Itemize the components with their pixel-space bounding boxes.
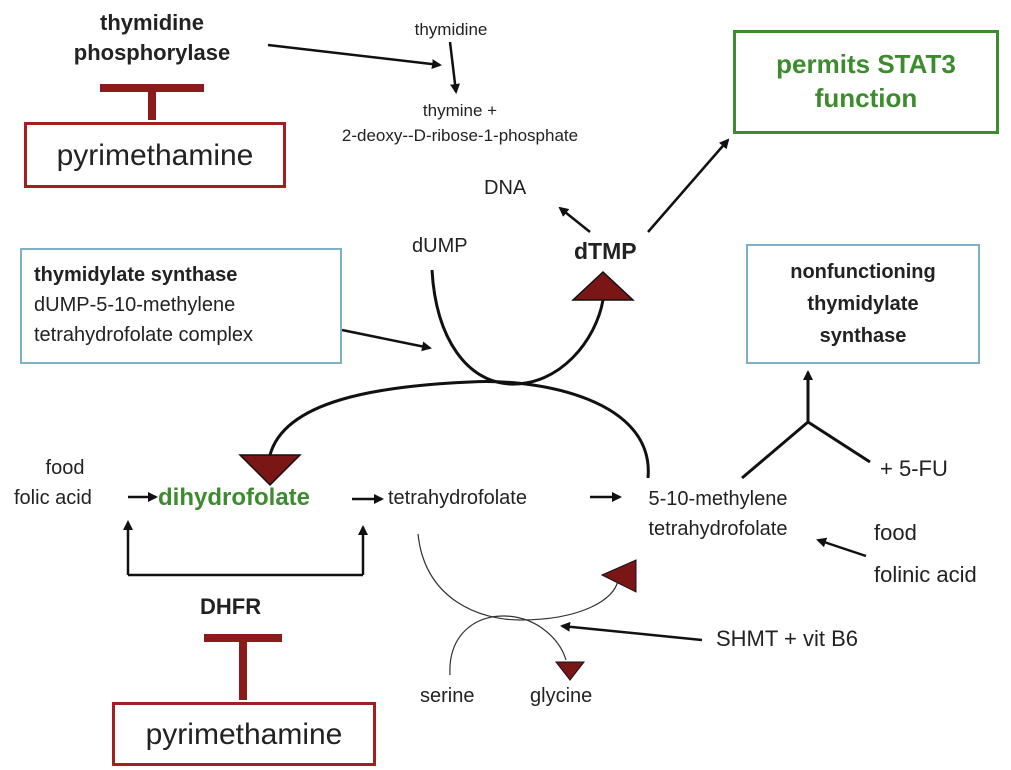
thymidylate-synthase-box: thymidylate synthase dUMP-5-10-methylene…: [20, 248, 342, 364]
methylene-thf-label: 5-10-methylene tetrahydrofolate: [622, 484, 814, 544]
shmt-label: SHMT + vit B6: [716, 626, 859, 651]
tetrahydrofolate-label: tetrahydrofolate: [388, 487, 527, 509]
pyrimethamine-box-bottom: pyrimethamine: [112, 702, 376, 766]
dtmp-to-dna-arrow: [558, 206, 591, 233]
methylene-line2: tetrahydrofolate: [648, 518, 788, 540]
folic-acid-label: folic acid: [14, 487, 92, 509]
glycine-label: glycine: [530, 685, 593, 707]
serine-label: serine: [420, 685, 475, 707]
tp-line2: phosphorylase: [73, 40, 231, 65]
nonfunc-line2: thymidylate: [807, 293, 919, 315]
thymine-line: thymine +: [422, 101, 498, 120]
dtmp-label: dTMP: [574, 238, 637, 264]
dhfr-label: DHFR: [200, 594, 262, 619]
thymine-products-label: thymine + 2-deoxy--D-ribose-1-phosphate: [330, 98, 590, 148]
tp-line1: thymidine: [100, 10, 204, 35]
ts-line2: dUMP-5-10-methylene: [34, 294, 236, 316]
nonfunc-line1: nonfunctioning: [790, 261, 936, 283]
dna-label: DNA: [484, 177, 527, 199]
methylene-to-dhf-curve: [268, 380, 650, 479]
glycine-arrowhead: [554, 661, 586, 681]
methylene-arrowhead: [600, 559, 637, 593]
thf-to-methylene-curve: [417, 533, 619, 621]
folinic-to-methylene-arrow: [816, 537, 867, 558]
thymidine-to-thymine-arrow: [448, 41, 461, 94]
tp-to-reaction-arrow: [267, 43, 442, 70]
thymidine-label: thymidine: [414, 20, 488, 39]
stat3-line1: permits STAT3: [776, 49, 956, 79]
fu-branch-left: [741, 420, 809, 480]
fu-label: + 5-FU: [880, 456, 948, 481]
ts-title: thymidylate synthase: [34, 264, 238, 286]
deoxyribose-line: 2-deoxy--D-ribose-1-phosphate: [341, 126, 579, 145]
dump-to-dtmp-curve: [430, 269, 605, 386]
ts-line3: tetrahydrofolate complex: [34, 324, 254, 346]
methylene-line1: 5-10-methylene: [648, 488, 788, 510]
right-food-label: food: [874, 520, 917, 545]
dhf-arrowhead: [238, 454, 302, 487]
fu-branch-right: [807, 420, 871, 464]
folinic-acid-label: folinic acid: [874, 562, 977, 587]
shmt-arrow: [560, 621, 703, 642]
serine-to-glycine-curve: [449, 615, 567, 676]
stat3-line2: function: [814, 83, 918, 113]
dtmp-arrowhead: [571, 270, 635, 301]
ts-complex-arrow: [341, 328, 432, 352]
dump-label: dUMP: [412, 235, 468, 257]
dihydrofolate-label: dihydrofolate: [158, 484, 311, 511]
stat3-box: permits STAT3 function: [733, 30, 999, 134]
thymidine-phosphorylase-label: thymidine phosphorylase: [44, 8, 260, 68]
pyrimethamine-bottom-label: pyrimethamine: [145, 718, 343, 751]
left-food-label: food: [45, 457, 85, 479]
pyrimethamine-box-top: pyrimethamine: [24, 122, 286, 188]
dtmp-to-stat3-arrow: [647, 138, 730, 233]
nonfunctioning-ts-box: nonfunctioning thymidylate synthase: [746, 244, 980, 364]
pyrimethamine-top-label: pyrimethamine: [56, 139, 254, 172]
nonfunc-line3: synthase: [819, 325, 907, 347]
